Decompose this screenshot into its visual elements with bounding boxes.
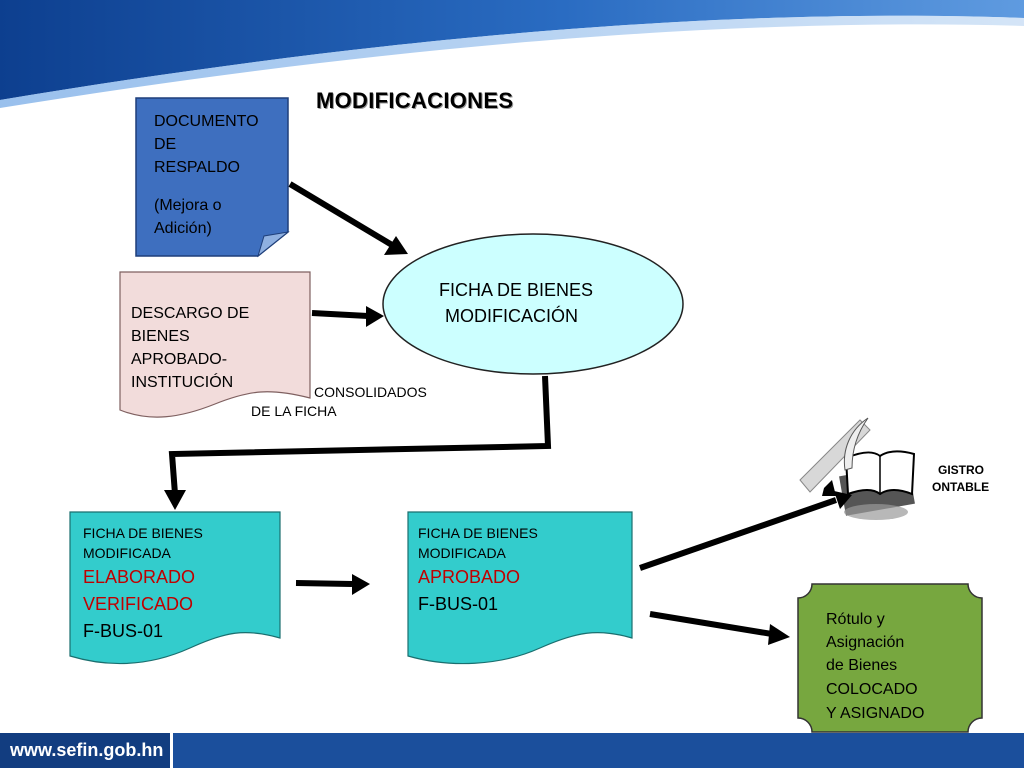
aprobado-line2: MODIFICADA bbox=[418, 545, 506, 561]
documento-line1: DOCUMENTO bbox=[154, 113, 259, 130]
documento-line2: DE bbox=[154, 136, 177, 153]
ficha-center-ellipse bbox=[382, 233, 684, 375]
aprobado-status: APROBADO bbox=[418, 567, 521, 587]
consolidados-line1: CONSOLIDADOS bbox=[314, 384, 427, 400]
diagram-title: MODIFICACIONES bbox=[316, 88, 514, 113]
aprobado-line1: FICHA DE BIENES bbox=[418, 525, 538, 541]
descargo-line4: INSTITUCIÓN bbox=[131, 374, 234, 391]
descargo-shape bbox=[119, 271, 311, 418]
documento-line5: Adición) bbox=[154, 220, 212, 237]
descargo-line1: DESCARGO DE bbox=[131, 305, 250, 322]
descargo-line3: APROBADO- bbox=[131, 351, 228, 368]
footer-url[interactable]: www.sefin.gob.hn bbox=[10, 740, 164, 760]
rotulo-line5: Y ASIGNADO bbox=[826, 705, 925, 722]
elaborado-code: F-BUS-01 bbox=[83, 621, 164, 641]
ficha-center-line1: FICHA DE BIENES bbox=[439, 280, 594, 300]
descargo-line2: BIENES bbox=[131, 328, 190, 345]
header-banner bbox=[0, 0, 1024, 108]
connector-ficha-to-elaborado bbox=[168, 375, 552, 495]
arrow-descargo-to-ficha bbox=[311, 310, 369, 319]
consolidados-line2: DE LA FICHA bbox=[251, 403, 337, 419]
rotulo-line2: Asignación bbox=[826, 634, 905, 651]
rotulo-shape bbox=[797, 583, 983, 733]
arrow-elaborado-to-aprobado bbox=[295, 580, 353, 587]
elaborado-line2: MODIFICADA bbox=[83, 545, 171, 561]
arrow-aprobado-to-registro bbox=[639, 497, 837, 571]
ficha-elaborado-shape bbox=[69, 511, 281, 665]
arrow-documento-to-ficha bbox=[288, 181, 394, 248]
registro-line1: GISTRO bbox=[938, 463, 985, 477]
documento-line4: (Mejora o bbox=[154, 197, 222, 214]
rotulo-line3: de Bienes bbox=[826, 657, 898, 674]
connectors bbox=[168, 181, 837, 637]
footer-bar bbox=[0, 733, 1024, 768]
arrowheads bbox=[164, 236, 852, 645]
elaborado-status2: VERIFICADO bbox=[83, 594, 194, 614]
rotulo-line4: COLOCADO bbox=[826, 681, 918, 698]
folded-corner bbox=[257, 231, 290, 258]
registro-line2: ONTABLE bbox=[932, 480, 990, 494]
ficha-center-line2: MODIFICACIÓN bbox=[445, 306, 578, 326]
arrow-aprobado-to-rotulo bbox=[649, 611, 773, 637]
aprobado-code: F-BUS-01 bbox=[418, 594, 499, 614]
ficha-aprobado-shape bbox=[407, 511, 633, 665]
documento-line3: RESPALDO bbox=[154, 159, 240, 176]
elaborado-line1: FICHA DE BIENES bbox=[83, 525, 203, 541]
book-quill-icon bbox=[799, 417, 916, 520]
elaborado-status1: ELABORADO bbox=[83, 567, 196, 587]
rotulo-line1: Rótulo y bbox=[826, 611, 885, 628]
